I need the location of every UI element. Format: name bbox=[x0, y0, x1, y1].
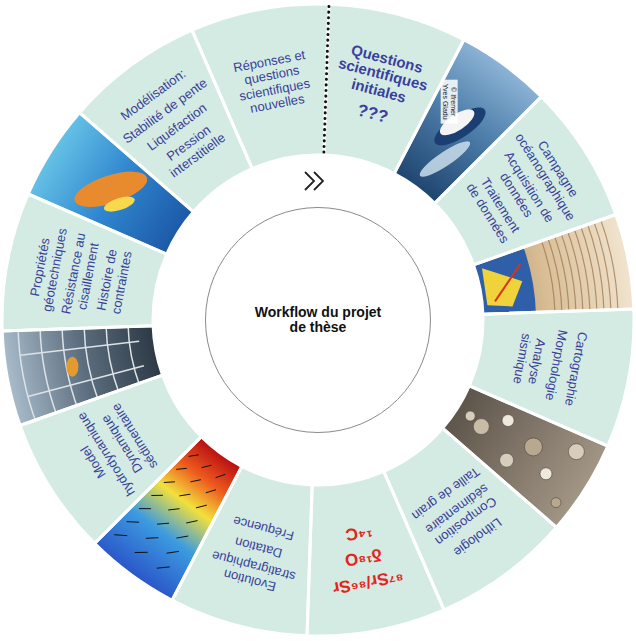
flow-vector bbox=[176, 468, 187, 469]
flow-vector bbox=[167, 551, 179, 553]
text-wedge bbox=[307, 471, 444, 636]
segment-text: ¹⁴C bbox=[316, 516, 402, 550]
pebble bbox=[540, 468, 552, 480]
frame-bar bbox=[18, 325, 37, 425]
seismic-reflector bbox=[586, 220, 604, 315]
photo-credit: © Ifremer Yves Gladu bbox=[441, 80, 458, 124]
seismic-reflector bbox=[599, 215, 618, 315]
map-line bbox=[495, 264, 520, 302]
flow-vector bbox=[196, 505, 207, 508]
direction-chevron bbox=[305, 172, 323, 190]
flow-vector bbox=[164, 481, 175, 483]
map-area bbox=[482, 268, 522, 306]
pebble bbox=[502, 415, 514, 427]
flow-vector bbox=[176, 536, 188, 538]
flow-vector bbox=[168, 509, 179, 510]
wedge-separator bbox=[20, 375, 201, 543]
seismic-reflector bbox=[592, 217, 611, 315]
frame-bar bbox=[128, 323, 140, 386]
instrument-float bbox=[66, 357, 78, 377]
ship-hull bbox=[429, 101, 491, 153]
slide-core bbox=[102, 194, 136, 215]
segment-text: ⁸⁷Sr/⁸⁶Sr bbox=[314, 563, 422, 602]
segment-text: Questions scientifiques initiales bbox=[331, 39, 434, 112]
flow-vector bbox=[127, 521, 140, 523]
center-circle: Workflow du projet de thèse bbox=[205, 207, 431, 433]
wedge-separator bbox=[80, 30, 253, 212]
ring-segment: Propriétés géotechniquesRésistance au ci… bbox=[0, 193, 163, 357]
dotted-divider bbox=[324, 6, 329, 152]
wedge-separator bbox=[172, 466, 312, 635]
center-title: Workflow du projet de thèse bbox=[253, 305, 383, 336]
flow-vector bbox=[216, 474, 226, 477]
wedge-separator bbox=[307, 471, 444, 636]
pebble bbox=[473, 419, 489, 435]
flow-vector bbox=[114, 535, 127, 536]
flow-vector bbox=[135, 552, 148, 553]
segment-text: Evolution stratigraphique bbox=[199, 546, 305, 600]
wedge-separator bbox=[435, 97, 616, 265]
slide-mass bbox=[70, 164, 151, 214]
wedge-separator bbox=[384, 428, 557, 610]
ring-segment: ⁸⁷Sr/⁸⁶Srδ¹⁸O¹⁴C bbox=[281, 475, 445, 639]
pebble bbox=[465, 411, 475, 421]
wedge-separator bbox=[469, 309, 634, 446]
pebble bbox=[568, 444, 584, 460]
pebble bbox=[524, 438, 542, 456]
flow-vector bbox=[139, 508, 151, 509]
flow-vector bbox=[206, 490, 216, 493]
pebble bbox=[551, 498, 561, 508]
wedge-separator bbox=[2, 194, 167, 331]
segment-text: Réponses et questions scientifiques nouv… bbox=[225, 46, 320, 119]
flow-vector bbox=[179, 494, 190, 496]
frame-bar bbox=[40, 325, 58, 418]
frame-bar bbox=[84, 324, 99, 402]
ring-segment: Réponses et questions scientifiques nouv… bbox=[191, 1, 355, 165]
flow-vector bbox=[189, 455, 199, 457]
flow-vector bbox=[157, 523, 169, 524]
pebble bbox=[500, 453, 514, 467]
ring-segment: CartographieMorphologieAnalyse sismique bbox=[473, 283, 636, 447]
flow-vector bbox=[146, 537, 158, 539]
frame-bar bbox=[106, 324, 119, 395]
wedge-separator bbox=[324, 4, 464, 173]
flow-vector bbox=[151, 495, 163, 496]
flow-vector bbox=[191, 480, 201, 482]
flow-vector bbox=[186, 521, 197, 523]
flow-vector bbox=[202, 465, 212, 467]
flow-vector bbox=[157, 567, 170, 568]
frame-bar bbox=[62, 325, 78, 410]
seismic-reflector bbox=[540, 237, 555, 316]
